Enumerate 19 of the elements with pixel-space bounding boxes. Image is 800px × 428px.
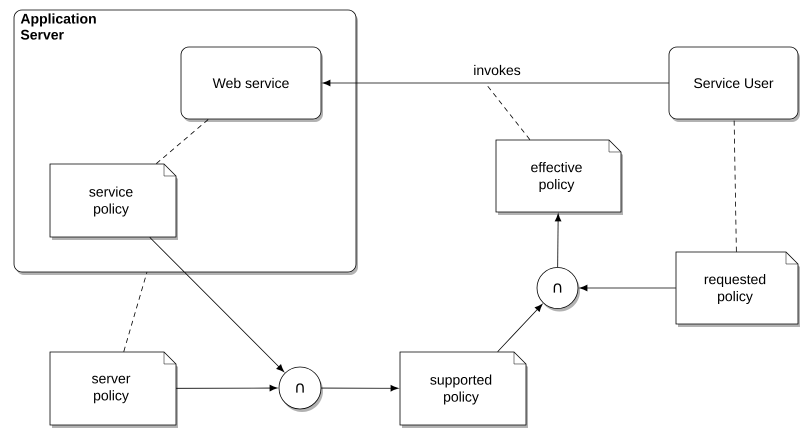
connector-line — [123, 272, 148, 352]
policy-note: service policy — [50, 164, 178, 240]
component-box: Web service — [180, 46, 323, 122]
leader-line — [486, 84, 530, 140]
arrow — [497, 304, 542, 352]
policy-note: supported policy — [400, 352, 528, 428]
policy-note: server policy — [50, 352, 178, 428]
arrow — [149, 236, 284, 372]
arrow — [176, 384, 278, 392]
policy-note: requested policy — [676, 252, 800, 327]
connector-line — [734, 119, 737, 252]
component-box: Service User — [668, 46, 800, 122]
edge-label: invokes — [472, 64, 522, 76]
arrow — [554, 214, 562, 268]
arrow — [321, 385, 398, 392]
arrow — [322, 80, 669, 86]
connector-line — [156, 119, 209, 164]
policy-note: effective policy — [496, 140, 623, 215]
arrow — [580, 284, 676, 292]
